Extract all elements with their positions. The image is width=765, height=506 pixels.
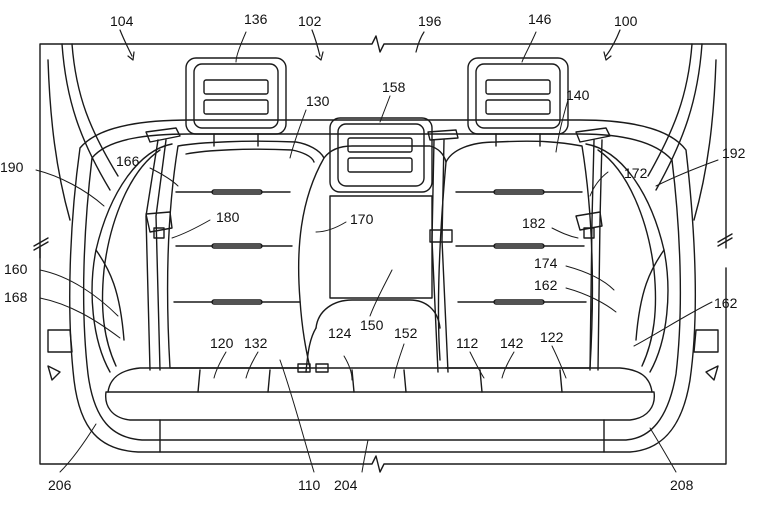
ref-150: 150 [360, 317, 384, 333]
right-bolster [585, 143, 669, 373]
ref-206: 206 [48, 477, 72, 493]
ref-104: 104 [110, 13, 134, 29]
ref-190: 190 [0, 159, 24, 175]
center-seatback [305, 145, 447, 373]
right-seatback [445, 140, 594, 369]
left-headrest [185, 57, 287, 147]
ref-196: 196 [418, 13, 442, 29]
ref-180: 180 [216, 209, 240, 225]
right-headrest [467, 57, 569, 147]
ref-182: 182 [522, 215, 546, 231]
ref-174: 174 [534, 255, 558, 271]
ref-158: 158 [382, 79, 406, 95]
cabin-frame [33, 35, 733, 473]
ref-146: 146 [528, 11, 552, 27]
center-headrest [329, 117, 433, 193]
seat-belts [145, 127, 611, 373]
ref-124: 124 [328, 325, 352, 341]
ref-120: 120 [210, 335, 234, 351]
ref-122: 122 [540, 329, 564, 345]
left-bolster [91, 143, 173, 373]
ref-140: 140 [566, 87, 590, 103]
side-trim [47, 43, 719, 381]
ref-208: 208 [670, 477, 694, 493]
ref-102: 102 [298, 13, 322, 29]
ref-192: 192 [722, 145, 746, 161]
ref-142: 142 [500, 335, 524, 351]
ref-136: 136 [244, 11, 268, 27]
ref-100: 100 [614, 13, 638, 29]
leader-lines [35, 31, 719, 473]
ref-172: 172 [624, 165, 648, 181]
ref-152: 152 [394, 325, 418, 341]
seat-surround [69, 119, 696, 453]
ref-132: 132 [244, 335, 268, 351]
ref-162-right: 162 [714, 295, 738, 311]
ref-160: 160 [4, 261, 28, 277]
arrows [119, 29, 621, 61]
seat-cushion [105, 367, 655, 453]
ref-110: 110 [298, 477, 321, 493]
left-seatback [166, 140, 325, 369]
ref-168: 168 [4, 289, 28, 305]
ref-170: 170 [350, 211, 374, 227]
ref-166: 166 [116, 153, 140, 169]
ref-112: 112 [456, 335, 479, 351]
ref-130: 130 [306, 93, 330, 109]
ref-162-center: 162 [534, 277, 558, 293]
ref-204: 204 [334, 477, 358, 493]
